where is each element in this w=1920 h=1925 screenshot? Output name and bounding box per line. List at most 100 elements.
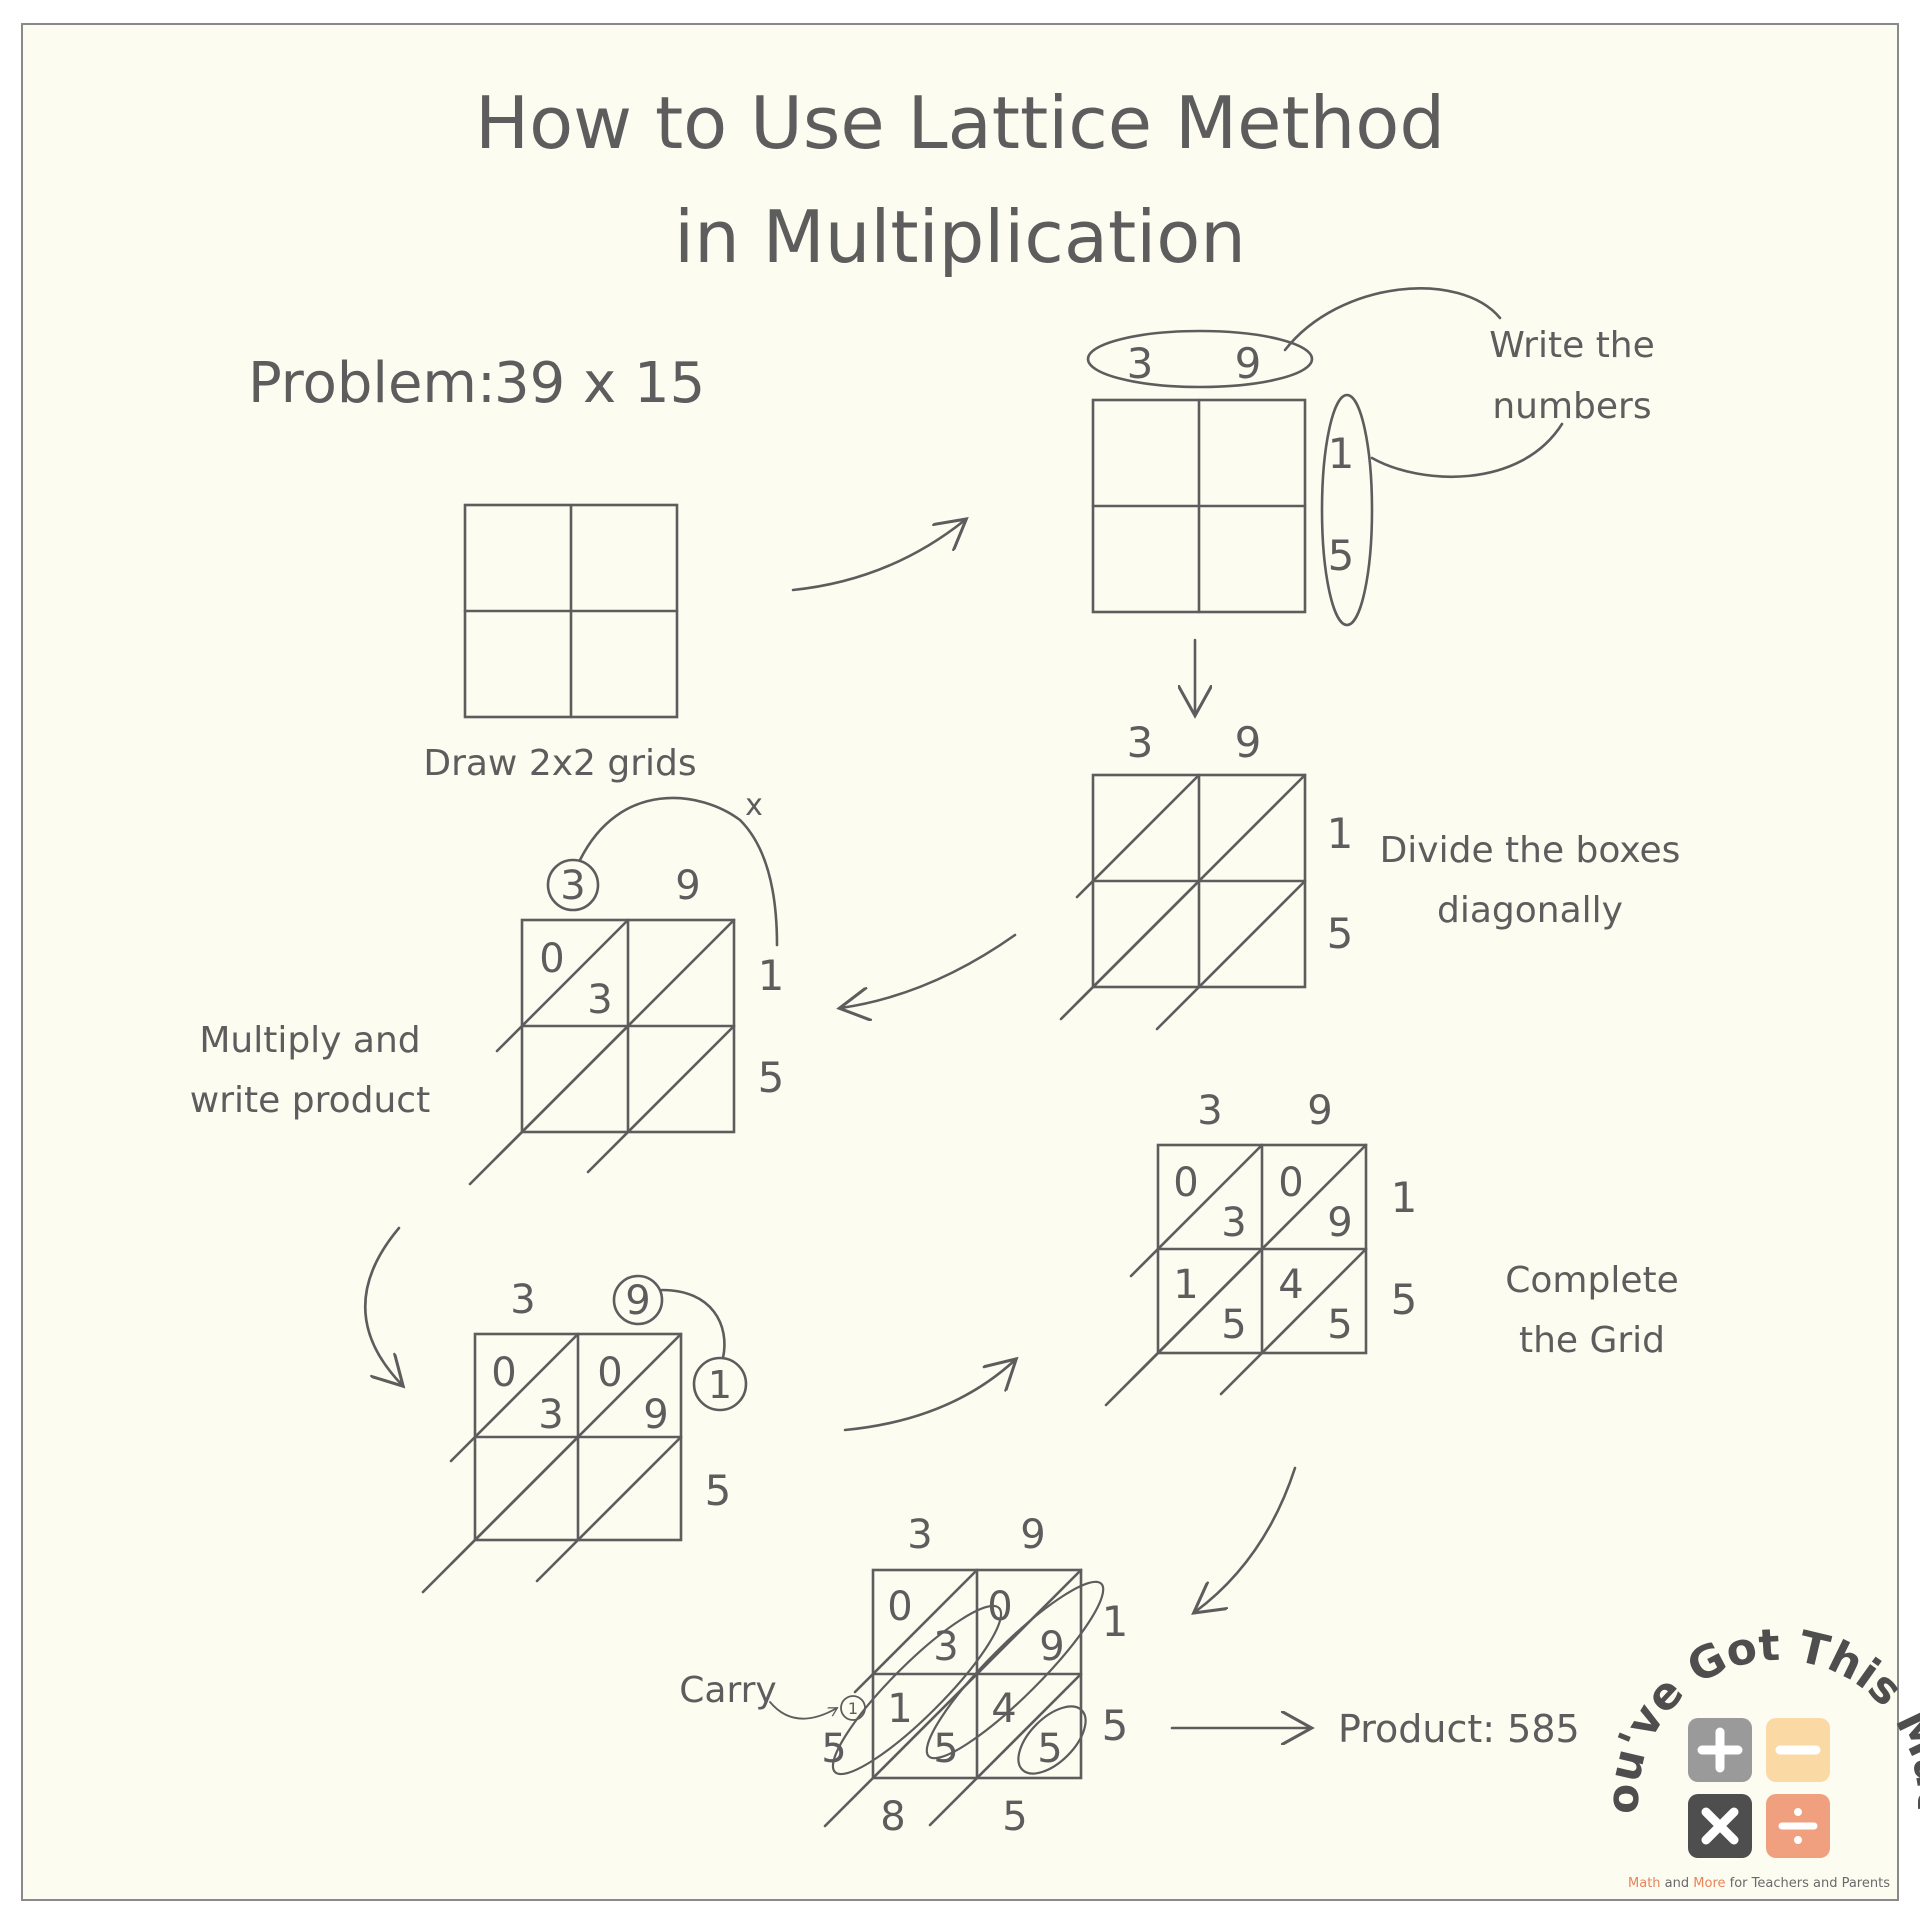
divide-icon xyxy=(1778,1808,1818,1844)
final-top-digit-left: 3 xyxy=(907,1512,932,1558)
top-digits-ellipse xyxy=(1086,329,1314,389)
final-cell-r2c1-tens: 1 xyxy=(887,1686,912,1732)
plus-icon xyxy=(1697,1727,1743,1773)
carry-arrow xyxy=(769,1701,837,1720)
step6-cell-r1c2-ones: 9 xyxy=(1327,1200,1352,1246)
step2-side-digit-top: 1 xyxy=(1328,429,1355,478)
step5-cell-b-ones: 9 xyxy=(643,1392,668,1438)
poster-frame xyxy=(21,23,1899,1901)
final-cell-r2c2-ones: 5 xyxy=(1037,1726,1062,1772)
connector-curve-top xyxy=(1283,287,1502,352)
multiply-arc xyxy=(578,796,779,947)
step6-cell-r1c1-ones: 3 xyxy=(1221,1200,1246,1246)
step4-caption-line1: Multiply and xyxy=(199,1020,420,1061)
arrow-step5-to-step6 xyxy=(843,1360,1015,1432)
arrow-step1-to-step2 xyxy=(791,520,965,592)
step6-side-digit-bottom: 5 xyxy=(1391,1275,1418,1324)
final-cell-r2c1-ones: 5 xyxy=(933,1726,958,1772)
step3-divided-grid xyxy=(1059,773,1307,1031)
highlight-circle-3 xyxy=(546,858,600,912)
final-cell-r1c1-tens: 0 xyxy=(887,1584,912,1630)
step4-side-digit-bottom: 5 xyxy=(758,1053,785,1102)
step5-top-digit-left: 3 xyxy=(510,1277,535,1323)
step3-side-digit-top: 1 xyxy=(1327,809,1354,858)
brand-tagline: Math and More for Teachers and Parents xyxy=(1628,1876,1890,1891)
step4-top-digit-right: 9 xyxy=(675,863,700,909)
step6-complete-grid xyxy=(1104,1143,1368,1407)
problem-label: Problem: xyxy=(248,351,496,416)
step2-grid xyxy=(1091,398,1307,614)
arrow-step3-to-step4 xyxy=(841,933,1017,1008)
multiply-mark: x xyxy=(745,788,763,823)
problem-expression: 39 x 15 xyxy=(494,351,705,416)
diagonal-sum-ellipses xyxy=(831,1580,1105,1776)
step1-caption: Draw 2x2 grids xyxy=(423,743,696,784)
step4-cell-tens: 0 xyxy=(539,936,564,982)
step6-cell-r2c2-ones: 5 xyxy=(1327,1302,1352,1348)
arrow-step6-to-step7 xyxy=(1195,1466,1297,1612)
step6-cell-r1c1-tens: 0 xyxy=(1173,1160,1198,1206)
step6-cell-r2c1-tens: 1 xyxy=(1173,1262,1198,1308)
step3-caption-line1: Divide the boxes xyxy=(1380,830,1681,871)
step3-caption-line2: diagonally xyxy=(1437,890,1623,931)
step6-cell-r1c2-tens: 0 xyxy=(1278,1160,1303,1206)
step6-caption-line2: the Grid xyxy=(1519,1320,1665,1361)
final-cell-r1c2-tens: 0 xyxy=(987,1584,1012,1630)
carry-label: Carry xyxy=(679,1670,776,1711)
step6-top-digit-left: 3 xyxy=(1197,1088,1222,1134)
step4-side-digit-top: 1 xyxy=(758,951,785,1000)
step1-empty-grid xyxy=(463,503,679,719)
final-cell-r1c2-ones: 9 xyxy=(1039,1624,1064,1670)
final-bottom-digit-2: 5 xyxy=(1002,1794,1027,1840)
title-line-1: How to Use Lattice Method xyxy=(475,81,1445,165)
brand-tagline-more: More xyxy=(1693,1876,1725,1891)
step5-cell-a-ones: 3 xyxy=(538,1392,563,1438)
step2-top-digit-left: 3 xyxy=(1127,339,1154,388)
step6-caption-line1: Complete xyxy=(1505,1260,1679,1301)
step4-cell-ones: 3 xyxy=(587,977,612,1023)
carry-digit: 1 xyxy=(848,1699,858,1718)
step4-caption-line2: write product xyxy=(190,1080,430,1121)
step6-cell-r2c1-ones: 5 xyxy=(1221,1302,1246,1348)
step6-cell-r2c2-tens: 4 xyxy=(1278,1262,1303,1308)
final-side-digit-top: 1 xyxy=(1102,1597,1129,1646)
final-top-digit-right: 9 xyxy=(1020,1512,1045,1558)
step4-top-digit-left: 3 xyxy=(560,863,585,909)
step6-side-digit-top: 1 xyxy=(1391,1173,1418,1222)
final-left-digit: 5 xyxy=(821,1726,846,1772)
step3-top-digit-left: 3 xyxy=(1127,718,1154,767)
title-line-2: in Multiplication xyxy=(674,195,1246,279)
times-icon xyxy=(1701,1807,1739,1845)
final-cell-r1c1-ones: 3 xyxy=(933,1624,958,1670)
highlight-circle-9 xyxy=(612,1274,664,1326)
product-result: Product: 585 xyxy=(1338,1707,1580,1751)
step5-grid xyxy=(421,1332,683,1594)
step4-grid xyxy=(468,918,736,1186)
brand-tagline-rest: for Teachers and Parents xyxy=(1726,1876,1891,1891)
step6-top-digit-right: 9 xyxy=(1307,1088,1332,1134)
step5-side-digit-top: 1 xyxy=(708,1363,732,1407)
step2-side-digit-bottom: 5 xyxy=(1328,531,1355,580)
step5-side-digit-bottom: 5 xyxy=(705,1466,732,1515)
brand-tagline-math: Math xyxy=(1628,1876,1661,1891)
final-bottom-digit-1: 8 xyxy=(880,1794,905,1840)
highlight-circle-1 xyxy=(692,1356,748,1412)
step5-cell-b-tens: 0 xyxy=(597,1350,622,1396)
connector-curve-side xyxy=(1370,422,1564,479)
step2-caption-line1: Write the xyxy=(1489,325,1655,366)
connector-9-to-1 xyxy=(660,1288,726,1360)
step2-caption-line2: numbers xyxy=(1492,386,1651,427)
brand-tagline-and: and xyxy=(1661,1876,1694,1891)
final-cell-r2c2-tens: 4 xyxy=(991,1686,1016,1732)
step5-cell-a-tens: 0 xyxy=(491,1350,516,1396)
side-digits-ellipse xyxy=(1320,393,1374,627)
step3-top-digit-right: 9 xyxy=(1235,718,1262,767)
arrow-step4-to-step5 xyxy=(363,1226,402,1385)
step2-top-digit-right: 9 xyxy=(1235,339,1262,388)
step5-top-digit-right: 9 xyxy=(625,1278,650,1324)
carry-circle xyxy=(840,1695,866,1721)
step3-side-digit-bottom: 5 xyxy=(1327,909,1354,958)
final-side-digit-bottom: 5 xyxy=(1102,1701,1129,1750)
